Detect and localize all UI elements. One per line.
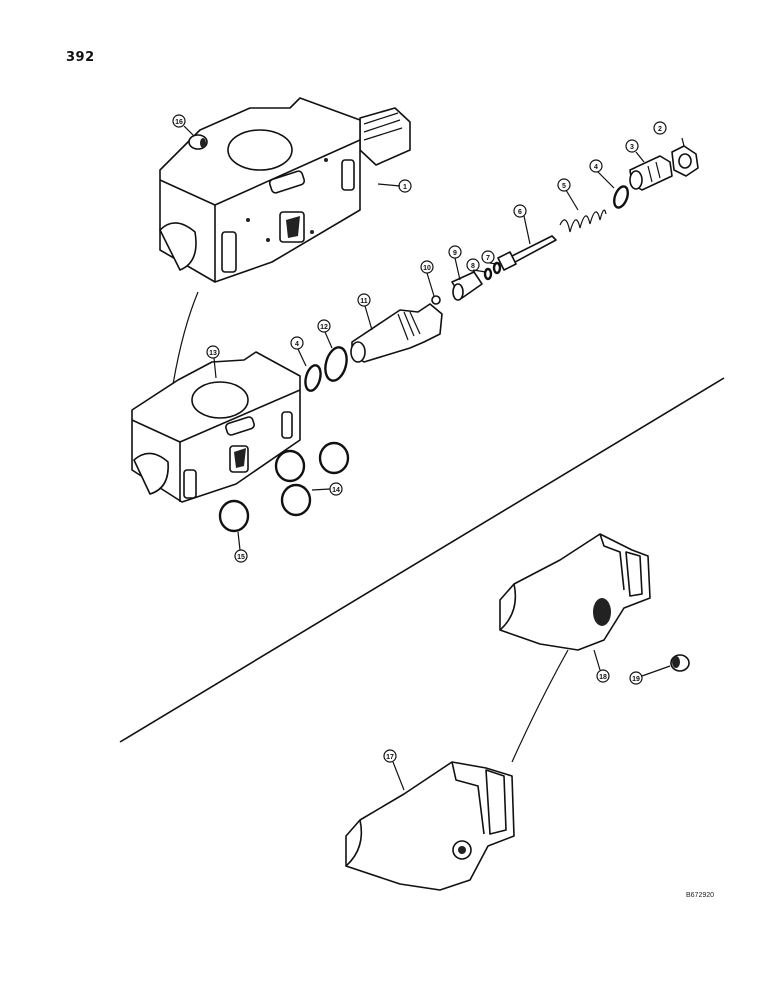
- callout-18: 18: [599, 674, 607, 681]
- callout-3: 3: [630, 144, 634, 151]
- valve-section-lower: [131, 351, 301, 503]
- callout-8: 8: [471, 263, 475, 270]
- callout-1: 1: [403, 184, 407, 191]
- plug-cap-part-19: [670, 654, 690, 672]
- spool-parts-row: [304, 145, 699, 392]
- valve-section-upper: [159, 97, 411, 283]
- callout-9: 9: [453, 250, 457, 257]
- callout-17: 17: [386, 754, 394, 761]
- callout-5: 5: [562, 183, 566, 190]
- drawing-code: B672920: [686, 892, 715, 899]
- end-cover-part-17: [345, 761, 515, 891]
- callout-4-right: 4: [594, 164, 598, 171]
- callout-13: 13: [209, 350, 217, 357]
- assembly-lead-line-lower: [511, 649, 569, 763]
- callout-7: 7: [486, 255, 490, 262]
- callout-10: 10: [423, 265, 431, 272]
- callout-15: 15: [237, 554, 245, 561]
- callout-2: 2: [658, 126, 662, 133]
- callout-14: 14: [332, 487, 340, 494]
- callout-16: 16: [175, 119, 183, 126]
- plug-cap-part-16: [188, 134, 208, 150]
- section-divider-line: [119, 377, 725, 743]
- callout-12: 12: [320, 324, 328, 331]
- callout-11: 11: [360, 298, 368, 305]
- page-number: 392: [66, 50, 95, 65]
- end-cover-part-18: [499, 533, 651, 651]
- callout-19: 19: [632, 676, 640, 683]
- callout-6: 6: [518, 209, 522, 216]
- o-rings-set: [218, 441, 350, 533]
- callout-labels: 1 2 3 4 5 6 7 8 9 10 11 12: [172, 114, 685, 791]
- callout-4-left: 4: [295, 341, 299, 348]
